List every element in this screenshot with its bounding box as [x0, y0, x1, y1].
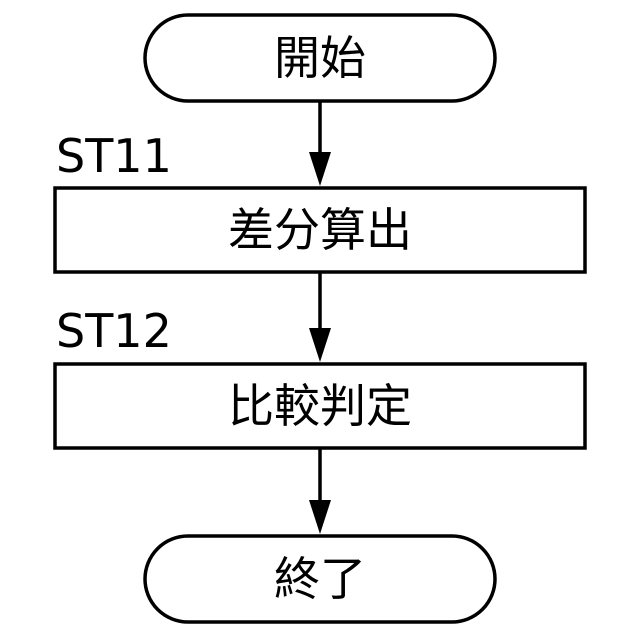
step-id-st11: ST11	[56, 129, 172, 183]
end-node-label: 終了	[274, 552, 366, 606]
process-step-st12: 比較判定	[55, 364, 585, 448]
start-node: 開始	[145, 15, 495, 101]
connector-st11-to-st12	[309, 272, 331, 362]
arrowhead-1	[309, 152, 331, 186]
start-node-label: 開始	[274, 31, 366, 85]
end-node: 終了	[145, 536, 495, 622]
arrowhead-3	[309, 500, 331, 534]
process-label-st11: 差分算出	[228, 203, 412, 257]
connector-start-to-st11	[309, 101, 331, 186]
process-step-st11: 差分算出	[55, 188, 585, 272]
process-label-st12: 比較判定	[228, 379, 412, 433]
arrowhead-2	[309, 328, 331, 362]
step-id-st12: ST12	[56, 304, 172, 358]
connector-st12-to-end	[309, 448, 331, 534]
